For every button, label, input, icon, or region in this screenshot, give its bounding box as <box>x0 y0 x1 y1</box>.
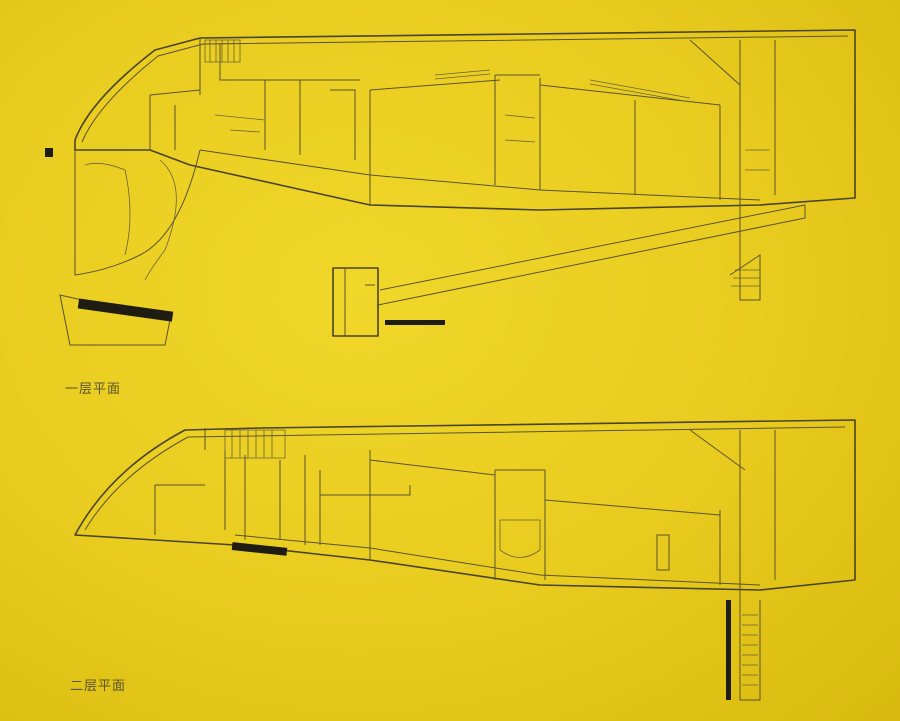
first-floor-diagonal-wall <box>199 149 761 201</box>
second-floor-plan <box>74 419 856 701</box>
second-floor-inner-wall <box>84 426 846 531</box>
first-floor-stair-tower <box>729 205 761 301</box>
second-floor-central-fixture <box>656 534 670 571</box>
first-floor-inner-wall <box>81 35 849 143</box>
second-floor-stair-tower <box>739 590 761 701</box>
first-floor-partitions <box>149 38 776 205</box>
first-floor-walkway <box>377 204 806 306</box>
first-floor-pavilion <box>332 267 379 337</box>
second-floor-diagonal-wall <box>234 534 761 586</box>
second-floor-caption: 二层平面 <box>70 679 127 694</box>
first-floor-plan <box>45 29 856 346</box>
second-floor-partitions <box>154 428 776 590</box>
first-floor-caption: 一层平面 <box>65 382 122 397</box>
second-floor-ramp-solid <box>231 542 288 556</box>
first-floor-ramp-solid <box>77 298 174 322</box>
second-floor-outer-wall <box>74 419 856 591</box>
first-floor-entrance-canopy <box>74 149 201 276</box>
